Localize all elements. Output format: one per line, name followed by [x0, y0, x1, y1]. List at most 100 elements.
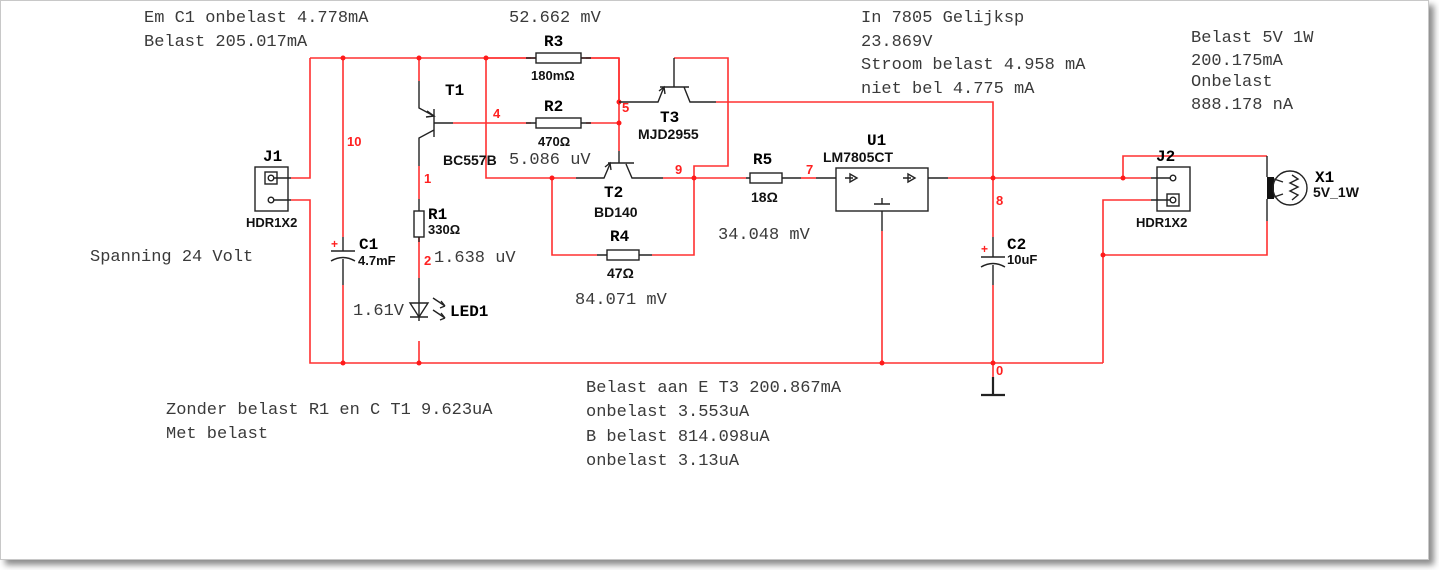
note-load-2: 200.175mA: [1191, 52, 1284, 71]
net-label-8: 8: [996, 193, 1003, 208]
note-t3-4: onbelast 3.13uA: [586, 452, 740, 471]
c2-value: 10uF: [1007, 252, 1037, 267]
wire-j2-pin2[interactable]: [1102, 199, 1151, 363]
net-label-10: 10: [347, 134, 361, 149]
schematic-canvas: J1 HDR1X2 + C1 4.7mF T1 BC557B R1 330Ω L…: [0, 0, 1429, 560]
junction-dot: [990, 360, 996, 366]
regulator-u1[interactable]: U1 LM7805CT: [816, 132, 948, 231]
resistor-r2[interactable]: R2 470Ω: [526, 98, 591, 149]
r3-value: 180mΩ: [531, 68, 575, 83]
net-label-7: 7: [806, 162, 813, 177]
c2-polarity: +: [981, 242, 988, 256]
resistor-r5[interactable]: R5 18Ω: [746, 151, 801, 205]
junctions: [340, 55, 1126, 366]
note-t1-1: Zonder belast R1 en C T1 9.623uA: [166, 401, 493, 420]
junction-dot: [549, 175, 555, 181]
c1-ref: C1: [359, 236, 378, 254]
net-label-5: 5: [622, 100, 629, 115]
junction-dot: [340, 360, 346, 366]
led-led1[interactable]: LED1: [408, 278, 488, 321]
j1-value: HDR1X2: [246, 215, 297, 230]
note-t1-base-voltage: 5.086 uV: [509, 151, 591, 170]
capacitor-c2[interactable]: + C2 10uF: [980, 236, 1037, 285]
wire-r4-loop[interactable]: [551, 178, 695, 256]
r5-value: 18Ω: [751, 189, 778, 205]
net-labels: 10 1 2 4 5 9 7 8 0: [347, 100, 1003, 378]
note-t1-2: Met belast: [166, 425, 268, 444]
note-led-voltage: 1.61V: [353, 302, 405, 321]
note-t3-1: Belast aan E T3 200.867mA: [586, 379, 842, 398]
c1-polarity: +: [331, 237, 338, 251]
j2-ref: J2: [1156, 148, 1175, 166]
net-label-0: 0: [996, 363, 1003, 378]
x1-value: 5V_1W: [1313, 184, 1360, 200]
resistor-r4[interactable]: R4 47Ω: [597, 228, 652, 281]
wire-x1-return[interactable]: [1103, 221, 1268, 256]
wire-j2-pin1[interactable]: [1122, 155, 1267, 178]
junction-dot: [879, 360, 885, 366]
note-reg-input-2: 23.869V: [861, 33, 933, 52]
led1-ref: LED1: [450, 303, 488, 321]
u1-value: LM7805CT: [823, 149, 893, 165]
connector-j1[interactable]: J1 HDR1X2: [246, 148, 297, 230]
t2-value: BD140: [594, 204, 638, 220]
c2-ref: C2: [1007, 236, 1026, 254]
resistor-r3[interactable]: R3 180mΩ: [526, 33, 591, 83]
r3-ref: R3: [544, 33, 563, 51]
t1-ref: T1: [445, 82, 464, 100]
note-reg-input-4: niet bel 4.775 mA: [861, 80, 1035, 99]
junction-dot: [691, 175, 697, 181]
note-load-4: 888.178 nA: [1191, 96, 1294, 115]
wire-j1-pin1[interactable]: [291, 58, 311, 179]
note-c1-unloaded: Em C1 onbelast 4.778mA: [144, 9, 369, 28]
lamp-x1[interactable]: X1 5V_1W: [1266, 156, 1360, 221]
note-load-3: Onbelast: [1191, 73, 1273, 92]
note-t3-3: B belast 814.098uA: [586, 428, 770, 447]
r2-value: 470Ω: [538, 134, 570, 149]
j1-ref: J1: [263, 148, 282, 166]
annotations: Em C1 onbelast 4.778mA Belast 205.017mA …: [90, 9, 1314, 471]
resistor-r1[interactable]: R1 330Ω: [413, 199, 460, 242]
r2-ref: R2: [544, 98, 563, 116]
j2-value: HDR1X2: [1136, 215, 1187, 230]
capacitor-c1[interactable]: + C1 4.7mF: [330, 236, 396, 285]
net-label-4: 4: [493, 106, 501, 121]
transistor-t2[interactable]: T2 BD140: [576, 151, 663, 220]
wire-t2-emitter[interactable]: [485, 58, 576, 179]
circuit-schematic: J1 HDR1X2 + C1 4.7mF T1 BC557B R1 330Ω L…: [90, 9, 1360, 471]
net-label-1: 1: [424, 171, 431, 186]
transistor-t3[interactable]: T3 MJD2955: [619, 58, 716, 142]
r1-value: 330Ω: [428, 222, 460, 237]
connector-j2[interactable]: J2 HDR1X2: [1136, 148, 1191, 230]
note-reg-input-3: Stroom belast 4.958 mA: [861, 56, 1086, 75]
transistor-t1[interactable]: T1 BC557B: [418, 81, 497, 168]
note-load-1: Belast 5V 1W: [1191, 29, 1314, 48]
junction-dot: [990, 175, 996, 181]
note-t3-2: onbelast 3.553uA: [586, 403, 750, 422]
note-r3-voltage: 52.662 mV: [509, 9, 602, 28]
r4-ref: R4: [610, 228, 630, 246]
t1-value: BC557B: [443, 152, 497, 168]
wire-t3-emitter[interactable]: [716, 101, 994, 178]
note-r1-voltage: 1.638 uV: [434, 249, 516, 268]
note-c1-loaded: Belast 205.017mA: [144, 33, 308, 52]
junction-dot: [616, 120, 622, 126]
x1-ref: X1: [1315, 169, 1334, 187]
t3-value: MJD2955: [638, 126, 699, 142]
junction-dot: [1100, 252, 1106, 258]
r4-value: 47Ω: [607, 265, 634, 281]
t2-ref: T2: [604, 184, 623, 202]
r1-ref: R1: [428, 206, 447, 224]
u1-ref: U1: [867, 132, 886, 150]
wire-j1-pin2[interactable]: [291, 199, 1103, 364]
note-supply-voltage: Spanning 24 Volt: [90, 248, 253, 267]
ground-symbol: [981, 377, 1005, 397]
c1-value: 4.7mF: [358, 253, 396, 268]
junction-dot: [340, 55, 346, 61]
junction-dot: [1120, 175, 1126, 181]
junction-dot: [416, 55, 422, 61]
net-label-9: 9: [675, 162, 682, 177]
wire-t3-collector[interactable]: [674, 57, 729, 178]
t3-ref: T3: [660, 109, 679, 127]
junction-dot: [416, 360, 422, 366]
